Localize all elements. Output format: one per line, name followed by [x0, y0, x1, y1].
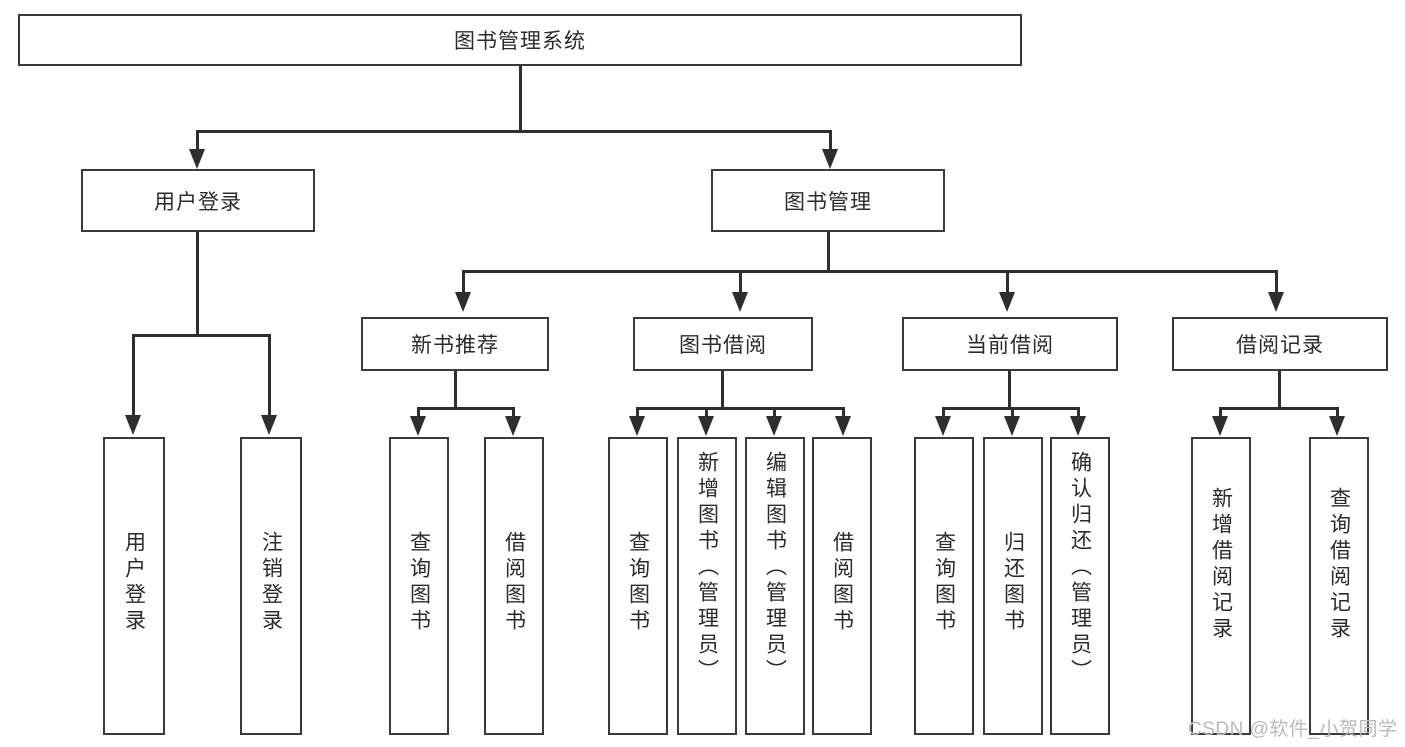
connector-level2-drop-3: [1006, 270, 1009, 295]
leaf-query-book-1[interactable]: 查询图书: [389, 437, 449, 735]
connector-user-login-drop-2: [268, 334, 271, 418]
node-label: 查询图书: [932, 531, 956, 635]
node-label: 当前借阅: [966, 334, 1054, 357]
node-label: 新书推荐: [411, 334, 499, 357]
arrow-to-leaf-confirm-return: [1070, 416, 1086, 436]
connector-level2-drop-2: [739, 270, 742, 295]
node-label: 用户登录: [122, 531, 146, 635]
arrow-to-leaf-user-login: [125, 415, 141, 435]
leaf-query-record[interactable]: 查询借阅记录: [1309, 437, 1369, 735]
connector-current-borrow-bus: [942, 407, 1079, 410]
leaf-return-book[interactable]: 归还图书: [983, 437, 1043, 735]
node-label: 图书管理: [784, 190, 872, 214]
connector-book-borrow-stem: [721, 371, 724, 410]
connector-current-borrow-drop-3: [1077, 407, 1080, 419]
node-book-management[interactable]: 图书管理: [711, 169, 945, 232]
connector-book-borrow-drop-3: [773, 407, 776, 419]
node-root-book-management-system[interactable]: 图书管理系统: [18, 14, 1022, 66]
arrow-to-leaf-query-record: [1329, 416, 1345, 436]
node-label: 借阅图书: [830, 531, 854, 635]
node-user-login[interactable]: 用户登录: [81, 169, 315, 232]
node-label: 图书管理系统: [454, 30, 586, 53]
leaf-add-book[interactable]: 新增图书（管理员）: [677, 437, 737, 735]
arrow-to-new-book-recommend: [455, 292, 471, 312]
arrow-to-leaf-logout-login: [261, 415, 277, 435]
node-new-book-recommend[interactable]: 新书推荐: [361, 317, 549, 371]
arrow-to-book-borrow: [732, 292, 748, 312]
connector-book-borrow-drop-2: [705, 407, 708, 419]
arrow-to-leaf-add-record: [1212, 416, 1228, 436]
node-label: 借阅图书: [502, 531, 526, 635]
node-label: 查询图书: [407, 531, 431, 635]
connector-current-borrow-drop-1: [942, 407, 945, 419]
connector-borrow-record-stem: [1278, 371, 1281, 410]
arrow-to-leaf-return-book: [1004, 416, 1020, 436]
watermark-text: CSDN @软件_小贺同学: [1188, 719, 1398, 740]
arrow-to-leaf-query-book-1: [410, 416, 426, 436]
connector-borrow-record-drop-2: [1336, 407, 1339, 419]
connector-borrow-record-bus: [1219, 407, 1339, 410]
connector-book-borrow-bus: [636, 407, 845, 410]
arrow-to-user-login: [189, 149, 205, 169]
node-label: 新增图书（管理员）: [695, 451, 719, 685]
node-label: 用户登录: [154, 190, 242, 214]
connector-current-borrow-stem: [1008, 371, 1011, 410]
node-label: 新增借阅记录: [1209, 487, 1233, 643]
connector-new-book-stem: [454, 371, 457, 410]
node-label: 编辑图书（管理员）: [763, 451, 787, 685]
arrow-to-leaf-borrow-book-1: [505, 416, 521, 436]
connector-book-management-stem: [827, 232, 830, 272]
leaf-borrow-book-1[interactable]: 借阅图书: [484, 437, 544, 735]
node-current-borrow[interactable]: 当前借阅: [902, 317, 1118, 371]
node-label: 确认归还（管理员）: [1068, 451, 1092, 685]
arrow-to-leaf-add-book: [698, 416, 714, 436]
connector-root-stem: [519, 66, 522, 132]
arrow-to-leaf-borrow-book-2: [835, 416, 851, 436]
node-label: 注销登录: [259, 531, 283, 635]
connector-book-borrow-drop-4: [842, 407, 845, 419]
node-label: 借阅记录: [1236, 334, 1324, 357]
connector-current-borrow-drop-2: [1011, 407, 1014, 419]
arrow-to-current-borrow: [999, 292, 1015, 312]
connector-user-login-bus: [132, 334, 271, 337]
node-borrow-record[interactable]: 借阅记录: [1172, 317, 1388, 371]
leaf-add-record[interactable]: 新增借阅记录: [1191, 437, 1251, 735]
connector-user-login-drop-1: [132, 334, 135, 418]
leaf-confirm-return[interactable]: 确认归还（管理员）: [1050, 437, 1110, 735]
connector-level2-bus: [462, 270, 1278, 273]
node-book-borrow[interactable]: 图书借阅: [633, 317, 813, 371]
leaf-query-book-2[interactable]: 查询图书: [608, 437, 668, 735]
leaf-edit-book[interactable]: 编辑图书（管理员）: [745, 437, 805, 735]
arrow-to-borrow-record: [1268, 292, 1284, 312]
leaf-borrow-book-2[interactable]: 借阅图书: [812, 437, 872, 735]
connector-new-book-drop-2: [512, 407, 515, 419]
arrow-to-leaf-query-book-2: [629, 416, 645, 436]
leaf-user-login[interactable]: 用户登录: [103, 437, 165, 735]
node-label: 查询图书: [626, 531, 650, 635]
connector-level1-drop-left: [196, 130, 199, 152]
connector-level1-bus: [196, 130, 832, 133]
node-label: 图书借阅: [679, 334, 767, 357]
connector-level1-drop-right: [829, 130, 832, 152]
node-label: 查询借阅记录: [1327, 487, 1351, 643]
connector-borrow-record-drop-1: [1219, 407, 1222, 419]
arrow-to-leaf-query-book-3: [935, 416, 951, 436]
connector-book-borrow-drop-1: [636, 407, 639, 419]
connector-user-login-stem: [196, 232, 199, 336]
arrow-to-book-management: [822, 149, 838, 169]
connector-new-book-bus: [417, 407, 515, 410]
connector-new-book-drop-1: [417, 407, 420, 419]
leaf-query-book-3[interactable]: 查询图书: [914, 437, 974, 735]
node-label: 归还图书: [1001, 531, 1025, 635]
connector-level2-drop-1: [462, 270, 465, 295]
connector-level2-drop-4: [1275, 270, 1278, 295]
arrow-to-leaf-edit-book: [766, 416, 782, 436]
leaf-logout-login[interactable]: 注销登录: [240, 437, 302, 735]
